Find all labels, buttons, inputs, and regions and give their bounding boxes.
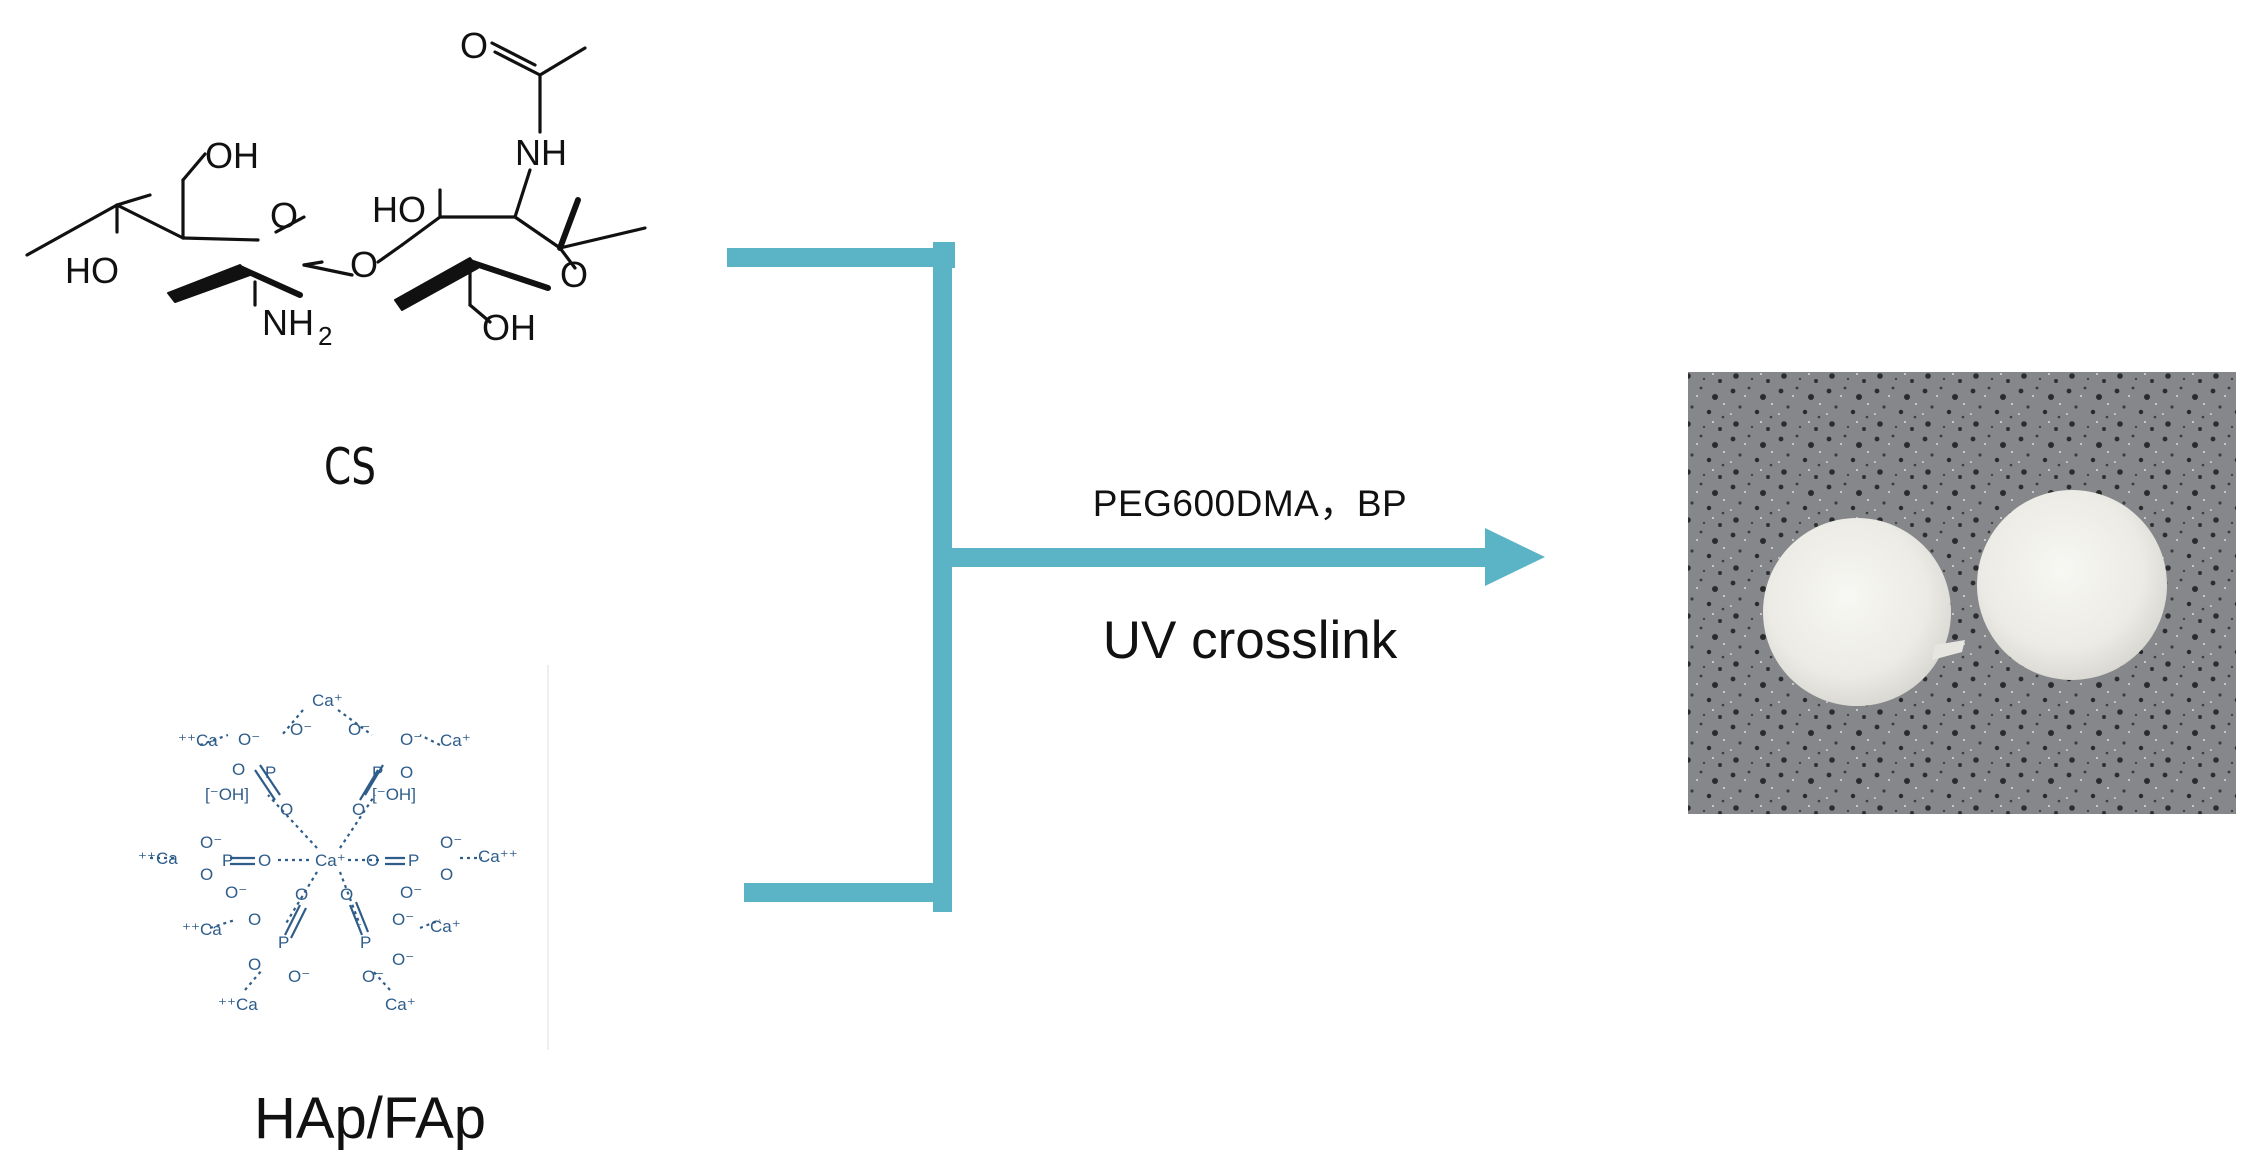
scaffold-tab-left (1932, 640, 1965, 660)
scaffold-disc-left (1763, 518, 1951, 706)
atom-p-3: P (222, 851, 233, 870)
bracket-bottom-bar (744, 883, 952, 902)
atom-carbonyl-o: O (460, 25, 488, 66)
atom-ca-bottom-right: Ca⁺ (430, 917, 461, 936)
atom-o-5: O⁻ (348, 720, 370, 739)
atom-o-14: O⁻ (440, 833, 462, 852)
atom-p-6: P (360, 933, 371, 952)
atom-o-7: O (400, 763, 413, 782)
bracket-top-cap (933, 242, 955, 268)
atom-p-5: P (278, 933, 289, 952)
apatite-label: HAp/FAp (253, 1086, 487, 1151)
atom-o-23: O⁻ (362, 967, 384, 986)
atom-ca-top: Ca⁺ (312, 691, 343, 710)
atom-o-18: O (295, 885, 308, 904)
atom-ca-bottom-left: ⁺⁺Ca (182, 920, 222, 939)
arrow-shaft (952, 548, 1497, 567)
atom-o-12: O⁻ (225, 883, 247, 902)
atom-o-9: O⁻ (200, 833, 222, 852)
atom-o-3: O (232, 760, 245, 779)
atom-o-8: O (352, 800, 365, 819)
atom-ca-top-left: ⁺⁺Ca (178, 731, 218, 750)
atom-nh: NH (515, 132, 567, 173)
atom-ca-center: Ca⁺ (315, 851, 346, 870)
reaction-arrow (952, 528, 1545, 586)
bracket-vertical-bar (933, 242, 952, 912)
atom-ca-mid-left: ⁺⁺Ca (138, 849, 178, 868)
atom-o-19: O (248, 955, 261, 974)
scaffold-disc-right (1977, 490, 2167, 680)
atom-ca-top-right: Ca⁺ (440, 731, 471, 750)
atom-p-4: P (408, 851, 419, 870)
arrow-head (1485, 528, 1545, 586)
atom-ring-o-right: O (560, 254, 588, 295)
apatite-atom-labels: Ca⁺ Ca⁺ ⁺⁺Ca Ca⁺ ⁺⁺Ca Ca⁺⁺ ⁺⁺Ca Ca⁺ ⁺⁺Ca… (138, 691, 518, 1014)
atom-nh2: NH (262, 302, 314, 343)
condition-label: UV crosslink (1102, 611, 1398, 670)
atom-o-11: O (258, 851, 271, 870)
atom-ring-o-left: O (270, 195, 298, 236)
combine-bracket (727, 242, 955, 912)
atom-glycosidic-o: O (350, 244, 378, 285)
chitosan-atom-labels: OH O O HO NH 2 HO NH O O OH (65, 25, 588, 351)
atom-o-21: O (340, 885, 353, 904)
chitosan-label: CS (324, 438, 376, 496)
atom-ca-lower-right: Ca⁺ (385, 995, 416, 1014)
reagents-label: PEG600DMA，BP (1092, 483, 1408, 524)
atom-o-4: O (280, 800, 293, 819)
atom-ho-right: HO (372, 189, 426, 230)
atom-ho-left: HO (65, 250, 119, 291)
atom-nh2-subscript: 2 (318, 321, 332, 351)
atom-o-13: O (366, 851, 379, 870)
atom-hydroxide-right: [⁻OH] (372, 785, 416, 804)
atom-o-1: O⁻ (238, 730, 260, 749)
atom-p-2: P (372, 763, 383, 782)
apatite-structure (150, 709, 482, 991)
atom-o-24: O⁻ (392, 950, 414, 969)
atom-p-1: P (265, 763, 276, 782)
atom-ca-mid-right: Ca⁺⁺ (478, 847, 518, 866)
atom-ca-lower-left: ⁺⁺Ca (218, 995, 258, 1014)
atom-o-20: O⁻ (288, 967, 310, 986)
atom-o-15: O (440, 865, 453, 884)
atom-oh-bottom: OH (482, 307, 536, 348)
atom-o-6: O⁻ (400, 730, 422, 749)
atom-oh-top: OH (205, 135, 259, 176)
atom-o-2: O⁻ (290, 720, 312, 739)
chitosan-structure (25, 41, 647, 324)
bracket-top-bar (727, 248, 952, 267)
atom-o-16: O⁻ (400, 883, 422, 902)
atom-o-10: O (200, 865, 213, 884)
product-photo (1688, 372, 2236, 814)
atom-hydroxide-left: [⁻OH] (205, 785, 249, 804)
atom-o-17: O (248, 910, 261, 929)
atom-o-22: O⁻ (392, 910, 414, 929)
